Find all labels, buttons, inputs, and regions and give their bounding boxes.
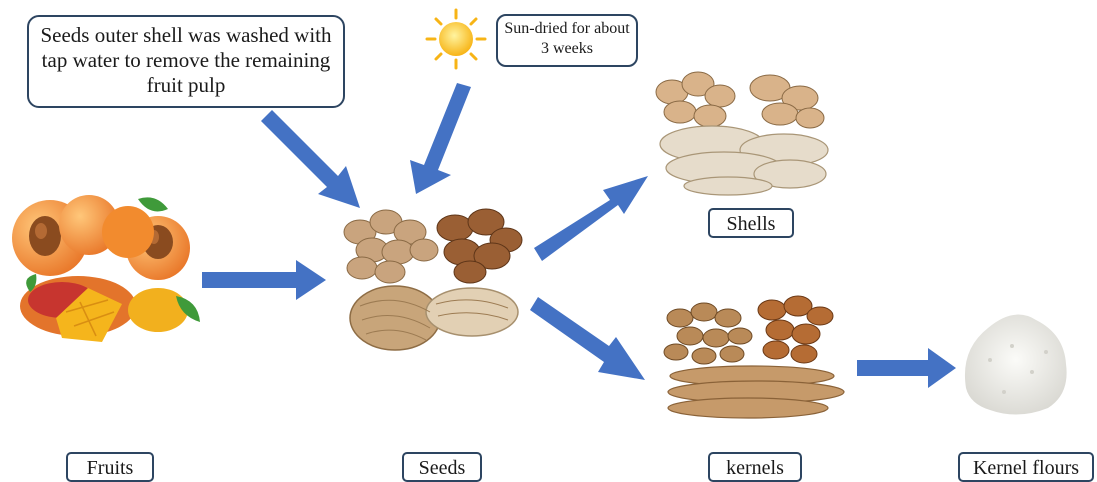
mango-seed-icon xyxy=(350,286,518,350)
arrow-sun-to-seeds xyxy=(410,83,471,194)
washing-callout: Seeds outer shell was washed with tap wa… xyxy=(27,15,345,108)
fruits-image xyxy=(12,195,200,342)
arrow-kernels-to-flour xyxy=(857,348,956,388)
flour-pile-icon xyxy=(965,315,1067,415)
arrow-fruits-to-seeds xyxy=(202,260,326,300)
apricot-seed-pile-icon xyxy=(344,210,438,283)
label-seeds: Seeds xyxy=(402,452,482,482)
label-kernel-flours: Kernel flours xyxy=(958,452,1094,482)
arrow-seeds-to-kernels xyxy=(530,297,645,380)
arrow-washing-to-seeds xyxy=(261,110,360,208)
mango-icon xyxy=(20,274,200,342)
label-kernels: kernels xyxy=(708,452,802,482)
sun-drying-callout: Sun-dried for about 3 weeks xyxy=(496,14,638,67)
almond-seed-pile-icon xyxy=(437,209,522,283)
shells-image xyxy=(656,72,828,195)
mango-kernel-icon xyxy=(668,366,844,418)
mango-shell-pile-icon xyxy=(660,126,828,195)
arrows xyxy=(202,83,956,388)
label-fruits: Fruits xyxy=(66,452,154,482)
arrow-seeds-to-shells xyxy=(534,176,648,261)
kernels-image xyxy=(664,296,844,418)
apricot-kernel-pile-icon xyxy=(664,303,752,364)
apricot-icon xyxy=(12,195,190,280)
seeds-image xyxy=(344,209,522,350)
label-shells: Shells xyxy=(708,208,794,238)
apricot-shell-pile-icon xyxy=(656,72,824,128)
almond-kernel-pile-icon xyxy=(758,296,833,363)
sun-icon xyxy=(427,10,485,68)
kernel-flour-image xyxy=(965,315,1067,415)
